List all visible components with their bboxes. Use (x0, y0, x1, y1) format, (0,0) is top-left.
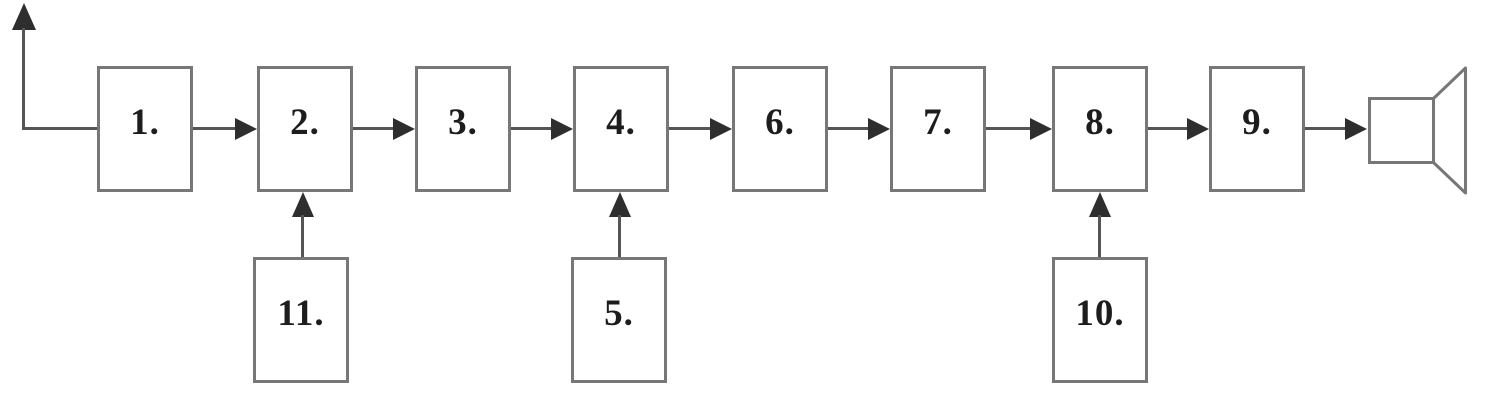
block-6-label: 6. (765, 101, 795, 143)
block-8-label: 8. (1085, 101, 1115, 143)
arrow-shaft (511, 127, 557, 130)
arrow-8-to-9 (1148, 118, 1209, 140)
block-11: 11. (253, 257, 349, 383)
block-5: 5. (571, 257, 667, 383)
arrow-shaft (193, 127, 241, 130)
antenna-arrowhead (12, 3, 36, 30)
arrow-6-to-7 (828, 118, 890, 140)
arrow-shaft (986, 127, 1036, 130)
arrow-1-to-2 (193, 118, 257, 140)
block-1: 1. (97, 66, 193, 192)
arrowhead-icon (1089, 192, 1111, 217)
block-8: 8. (1052, 66, 1148, 192)
block-2-label: 2. (290, 101, 320, 143)
antenna-icon (0, 0, 100, 135)
arrow-shaft (1098, 215, 1101, 257)
block-2: 2. (257, 66, 353, 192)
block-9-label: 9. (1242, 101, 1272, 143)
arrowhead-icon (551, 118, 573, 140)
block-10: 10. (1052, 257, 1148, 383)
arrowhead-icon (1345, 118, 1367, 140)
block-4: 4. (573, 66, 669, 192)
block-3-label: 3. (448, 101, 478, 143)
arrowhead-icon (292, 192, 314, 217)
block-7-label: 7. (923, 101, 953, 143)
block-5-label: 5. (604, 292, 634, 334)
arrow-7-to-8 (986, 118, 1052, 140)
arrow-shaft (1148, 127, 1193, 130)
arrowhead-icon (1030, 118, 1052, 140)
arrowhead-icon (609, 192, 631, 217)
arrow-shaft (301, 215, 304, 257)
arrow-shaft (1305, 127, 1351, 130)
arrow-10-to-8 (1089, 192, 1111, 257)
arrow-3-to-4 (511, 118, 573, 140)
block-6: 6. (732, 66, 828, 192)
antenna-feed-line (22, 127, 97, 130)
arrow-shaft (353, 127, 399, 130)
arrowhead-icon (235, 118, 257, 140)
antenna-mast-line (22, 28, 25, 130)
block-3: 3. (415, 66, 511, 192)
arrow-2-to-3 (353, 118, 415, 140)
arrow-shaft (828, 127, 874, 130)
arrow-shaft (669, 127, 716, 130)
arrowhead-icon (1187, 118, 1209, 140)
arrow-shaft (618, 215, 621, 257)
arrowhead-icon (393, 118, 415, 140)
arrow-9-to-speaker (1305, 118, 1367, 140)
arrow-5-to-4 (609, 192, 631, 257)
block-7: 7. (890, 66, 986, 192)
block-10-label: 10. (1075, 292, 1125, 334)
block-4-label: 4. (606, 101, 636, 143)
block-11-label: 11. (277, 292, 325, 334)
speaker-icon (1368, 66, 1467, 195)
block-1-label: 1. (130, 101, 160, 143)
block-9: 9. (1209, 66, 1305, 192)
arrow-4-to-6 (669, 118, 732, 140)
arrowhead-icon (868, 118, 890, 140)
arrowhead-icon (710, 118, 732, 140)
arrow-11-to-2 (292, 192, 314, 257)
